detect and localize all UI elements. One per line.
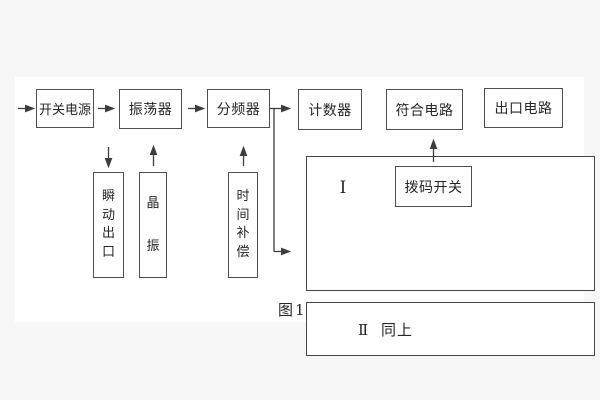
block-crystal-oscillator-label: 晶振 (146, 196, 160, 254)
block-coincidence-circuit: 符合电路 (386, 89, 463, 130)
block-instant-outlet-label: 瞬动出口 (101, 189, 115, 260)
block-crystal-oscillator: 晶振 (139, 172, 167, 278)
module-two-group-box: Ⅱ 同上 (306, 302, 595, 356)
module-one-label: Ⅰ (339, 178, 347, 198)
block-counter: 计数器 (298, 89, 362, 130)
block-switch-power: 开关电源 (36, 89, 94, 128)
figure-caption: 图1 (278, 301, 307, 319)
module-two-label: Ⅱ 同上 (358, 320, 413, 339)
block-oscillator: 振荡器 (119, 89, 182, 129)
block-time-compensation: 时间补偿 (228, 172, 258, 278)
block-time-compensation-label: 时间补偿 (236, 189, 250, 260)
block-outlet-circuit: 出口电路 (484, 88, 563, 128)
block-dip-switch: 拨码开关 (395, 166, 472, 207)
block-instant-outlet: 瞬动出口 (93, 172, 124, 278)
block-frequency-divider: 分频器 (207, 89, 270, 128)
